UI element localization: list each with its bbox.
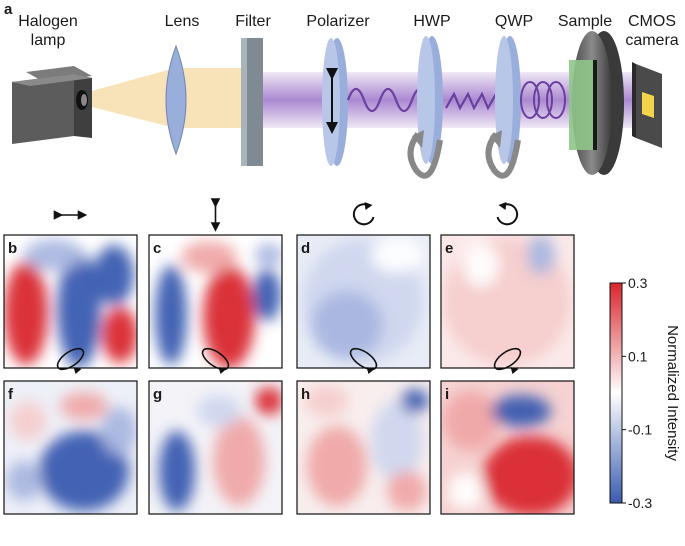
lens — [165, 44, 187, 156]
filter — [241, 38, 263, 166]
colorbar: 0.3 0.1 -0.1 -0.3 Normalized Intensity — [609, 275, 681, 511]
panel-f: f — [3, 347, 138, 515]
qwp — [485, 36, 521, 179]
linear-wave — [346, 87, 430, 113]
hwp-rotation-arrow — [407, 132, 443, 179]
label-sample: Sample — [558, 13, 612, 30]
colorbar-tick-label: 0.1 — [628, 348, 648, 364]
panel-label: e — [445, 240, 453, 257]
panel-label: f — [8, 386, 14, 403]
panel-label: g — [153, 386, 162, 403]
panel-label: i — [445, 386, 449, 403]
label-lens: Lens — [165, 13, 200, 30]
intensity-map — [297, 381, 430, 514]
lamp-light-cone — [88, 68, 175, 128]
hwp — [407, 36, 443, 179]
intensity-map — [441, 235, 574, 368]
ellipse-arrow-icon — [493, 347, 522, 374]
panel-label: b — [8, 240, 17, 257]
polarizer — [322, 38, 348, 166]
panel-i: i — [440, 347, 575, 515]
label-qwp: QWP — [495, 13, 533, 30]
ellipse-arrow-icon — [201, 347, 230, 374]
sample — [569, 31, 624, 175]
panel-e: e — [440, 202, 575, 369]
setup-schematic — [12, 31, 662, 179]
label-filter: Filter — [235, 13, 271, 30]
label-hwp: HWP — [413, 13, 450, 30]
halogen-lamp — [12, 66, 92, 144]
light-band — [175, 68, 245, 128]
helical-wave — [520, 81, 566, 119]
rotated-wave — [445, 91, 504, 111]
cmos-camera — [632, 62, 662, 148]
panel-d: d — [296, 202, 431, 369]
intensity-map-grid: b c d e f g h i — [3, 198, 575, 515]
colorbar-tick-label: 0.3 — [628, 275, 648, 291]
intensity-map — [149, 381, 282, 514]
circular-arrow-cw-icon — [496, 202, 519, 226]
panel-label: d — [301, 240, 310, 257]
ellipse-arrow-icon — [56, 347, 85, 374]
intensity-map — [297, 235, 430, 368]
colorbar-tick-label: -0.3 — [628, 495, 652, 511]
panel-label: c — [153, 240, 161, 257]
panel-c: c — [148, 198, 283, 369]
colorbar-tick-label: -0.1 — [628, 422, 652, 438]
colorbar-label: Normalized Intensity — [664, 325, 681, 461]
panel-h: h — [296, 347, 431, 515]
panel-g: g — [148, 347, 283, 515]
intensity-map — [4, 235, 137, 368]
panel-b: b — [3, 210, 138, 369]
colorbar-ticks: 0.3 0.1 -0.1 -0.3 — [622, 275, 652, 511]
qwp-rotation-arrow — [485, 132, 521, 179]
intensity-map — [4, 381, 137, 514]
intensity-map — [149, 235, 282, 368]
intensity-map — [441, 381, 574, 514]
circular-arrow-ccw-icon — [352, 202, 375, 226]
panel-label: h — [301, 386, 310, 403]
ellipse-arrow-icon — [349, 347, 378, 374]
colorbar-gradient — [609, 282, 623, 504]
figure-label: a — [4, 1, 13, 18]
label-polarizer: Polarizer — [306, 13, 370, 30]
